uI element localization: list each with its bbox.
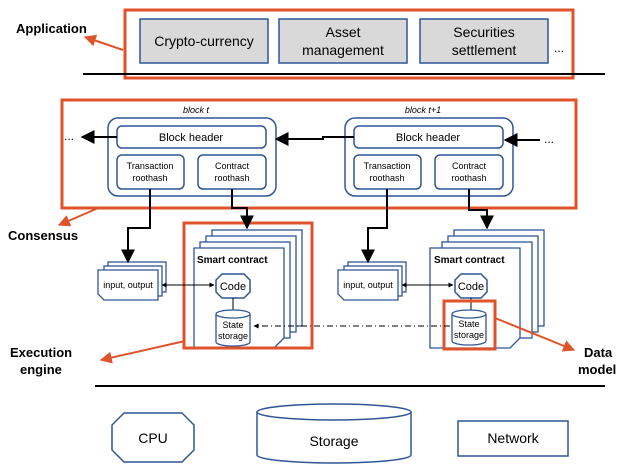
smart-contract-label-right: Smart contract	[434, 255, 505, 266]
app-securities-settlement: Securities settlement	[419, 18, 549, 64]
data-model-label-2: model	[578, 362, 616, 377]
data-model-highlight-box	[442, 299, 497, 351]
data-model-pointer-arrow	[494, 317, 576, 352]
block-t-plus-1: Block header Transaction roothash Contra…	[344, 117, 514, 197]
consensus-layer-label: Consensus	[8, 228, 78, 243]
state-storage-cylinder-right	[451, 309, 487, 346]
consensus-highlight-box	[60, 98, 578, 210]
storage-label: Storage	[309, 433, 358, 449]
block-t1-label: block t+1	[405, 105, 441, 115]
cpu-box: CPU	[111, 412, 195, 463]
block-t1-tx-label-2: roothash	[369, 173, 404, 183]
state-label-right-1: State	[458, 319, 479, 329]
apps-more-ellipsis: ...	[554, 41, 564, 55]
execution-pointer-arrow	[99, 340, 186, 364]
smart-contract-stack-right: Smart contract Code State storage	[429, 229, 545, 349]
state-label-right-2: storage	[454, 330, 484, 340]
network-box: Network	[457, 420, 569, 457]
block-t1-contract-label-2: roothash	[451, 173, 486, 183]
code-label-right: Code	[458, 281, 484, 293]
application-layer-label: Application	[16, 21, 87, 36]
network-label: Network	[487, 430, 539, 446]
block-t1-contract-label-1: Contract	[452, 161, 487, 171]
app-securities-label-2: settlement	[452, 42, 517, 58]
io-stack-left: input, output	[97, 261, 167, 301]
code-label-left: Code	[220, 281, 246, 293]
io-label-left: input, output	[103, 280, 153, 290]
code-octagon-left	[215, 273, 251, 299]
consensus-pointer-arrow	[57, 208, 97, 227]
storage-cylinder: Storage	[256, 403, 412, 464]
smart-contract-label-left: Smart contract	[197, 255, 268, 266]
state-label-left-2: storage	[218, 331, 248, 341]
app-asset-label-2: management	[302, 42, 384, 58]
block-t-contract-label-1: Contract	[215, 161, 250, 171]
contract-to-sc-arrow-left	[231, 189, 254, 230]
block-t: Block header Transaction roothash Contra…	[107, 117, 277, 197]
application-pointer-arrow	[83, 34, 124, 51]
block-t-tx-label-2: roothash	[132, 173, 167, 183]
block-t1-tx-label-1: Transaction	[364, 161, 411, 171]
state-label-left-1: State	[222, 320, 243, 330]
block-t-contract-label-2: roothash	[214, 173, 249, 183]
execution-layer-label-1: Execution	[10, 345, 72, 360]
block-t-header-label: Block header	[159, 132, 224, 144]
app-crypto-currency: Crypto-currency	[139, 18, 269, 64]
contract-to-sc-arrow-right	[468, 189, 494, 230]
application-highlight-box	[123, 8, 575, 80]
tx-to-io-arrow-left	[121, 189, 151, 264]
tx-to-io-arrow-right	[361, 189, 388, 264]
block-t-label: block t	[183, 105, 210, 115]
smart-contract-stack-left: Smart contract Code State storage	[193, 229, 303, 349]
io-label-right: input, output	[343, 280, 393, 290]
chain-more-right: ...	[544, 132, 554, 146]
block-t-tx-label-1: Transaction	[127, 161, 174, 171]
block-t1-header-label: Block header	[396, 132, 461, 144]
code-octagon-right	[454, 273, 488, 299]
execution-layer-label-2: engine	[20, 362, 62, 377]
state-storage-cylinder-left	[215, 309, 251, 347]
app-securities-label-1: Securities	[453, 24, 514, 40]
data-model-label-1: Data	[584, 345, 613, 360]
io-stack-right: input, output	[337, 261, 407, 301]
cpu-label: CPU	[138, 430, 168, 446]
chain-arrow-middle	[274, 132, 354, 146]
chain-more-left: ...	[64, 129, 74, 143]
app-asset-management: Asset management	[278, 18, 408, 64]
app-asset-label-1: Asset	[325, 24, 360, 40]
app-crypto-label: Crypto-currency	[154, 33, 254, 49]
